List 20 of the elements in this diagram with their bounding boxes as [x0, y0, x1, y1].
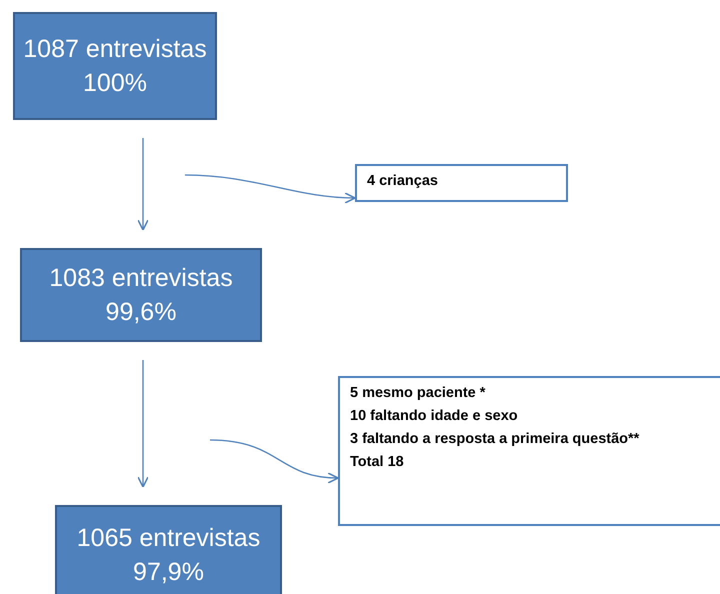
count-text: 100% [82, 68, 148, 99]
arrow [210, 439, 339, 484]
count-box [55, 505, 282, 594]
count-box [13, 12, 217, 120]
exclusion-text: 4 crianças [367, 172, 439, 191]
arrow [137, 138, 149, 231]
count-text: 1065 entrevistas [76, 523, 262, 554]
exclusion-box [338, 376, 720, 526]
count-box [20, 248, 262, 342]
arrow [184, 174, 356, 204]
count-text: 1083 entrevistas [48, 263, 234, 294]
exclusion-text: Total 18 [350, 453, 405, 472]
count-text: 99,6% [104, 297, 178, 328]
exclusion-text: 10 faltando idade e sexo [350, 407, 519, 426]
count-text: 1087 entrevistas [22, 34, 208, 65]
count-text: 97,9% [132, 557, 205, 588]
exclusion-text: 5 mesmo paciente * [350, 384, 486, 403]
arrow [137, 360, 149, 488]
exclusion-text: 3 faltando a resposta a primeira questão** [350, 430, 640, 449]
exclusion-box [355, 164, 568, 202]
